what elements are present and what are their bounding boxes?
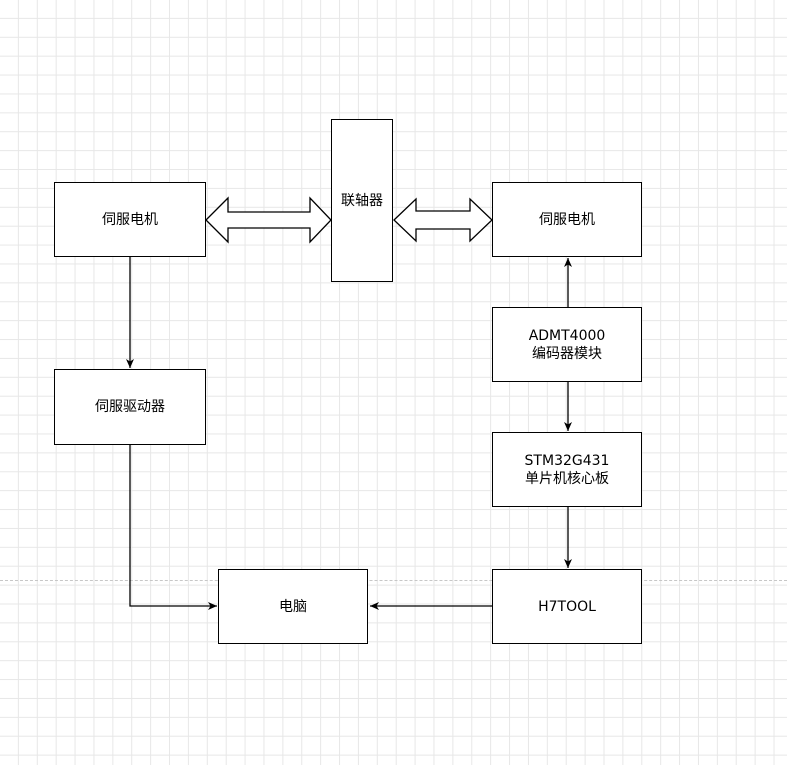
servo-motor-left-node[interactable]: 伺服电机 <box>54 182 206 257</box>
h7tool-node[interactable]: H7TOOL <box>492 569 642 644</box>
encoder-module-line2: 编码器模块 <box>532 345 602 362</box>
coupling-label: 联轴器 <box>341 192 383 209</box>
encoder-module-line1: ADMT4000 <box>528 327 606 344</box>
encoder-module-node[interactable]: ADMT4000 编码器模块 <box>492 307 642 382</box>
page-break-line <box>0 580 787 581</box>
double-arrow-coupling-right-motor <box>393 197 493 243</box>
computer-label: 电脑 <box>279 598 307 615</box>
servo-motor-right-node[interactable]: 伺服电机 <box>492 182 642 257</box>
mcu-board-node[interactable]: STM32G431 单片机核心板 <box>492 432 642 507</box>
coupling-node[interactable]: 联轴器 <box>331 119 393 282</box>
servo-motor-left-label: 伺服电机 <box>102 211 158 228</box>
mcu-board-line2: 单片机核心板 <box>525 470 609 487</box>
arrow-driver-computer <box>126 436 217 610</box>
servo-driver-node[interactable]: 伺服驱动器 <box>54 369 206 445</box>
servo-driver-label: 伺服驱动器 <box>95 399 165 415</box>
computer-node[interactable]: 电脑 <box>218 569 368 644</box>
mcu-board-line1: STM32G431 <box>524 452 610 469</box>
double-arrow-left-motor-coupling <box>205 196 332 244</box>
servo-motor-right-label: 伺服电机 <box>539 211 595 228</box>
h7tool-label: H7TOOL <box>538 598 596 615</box>
